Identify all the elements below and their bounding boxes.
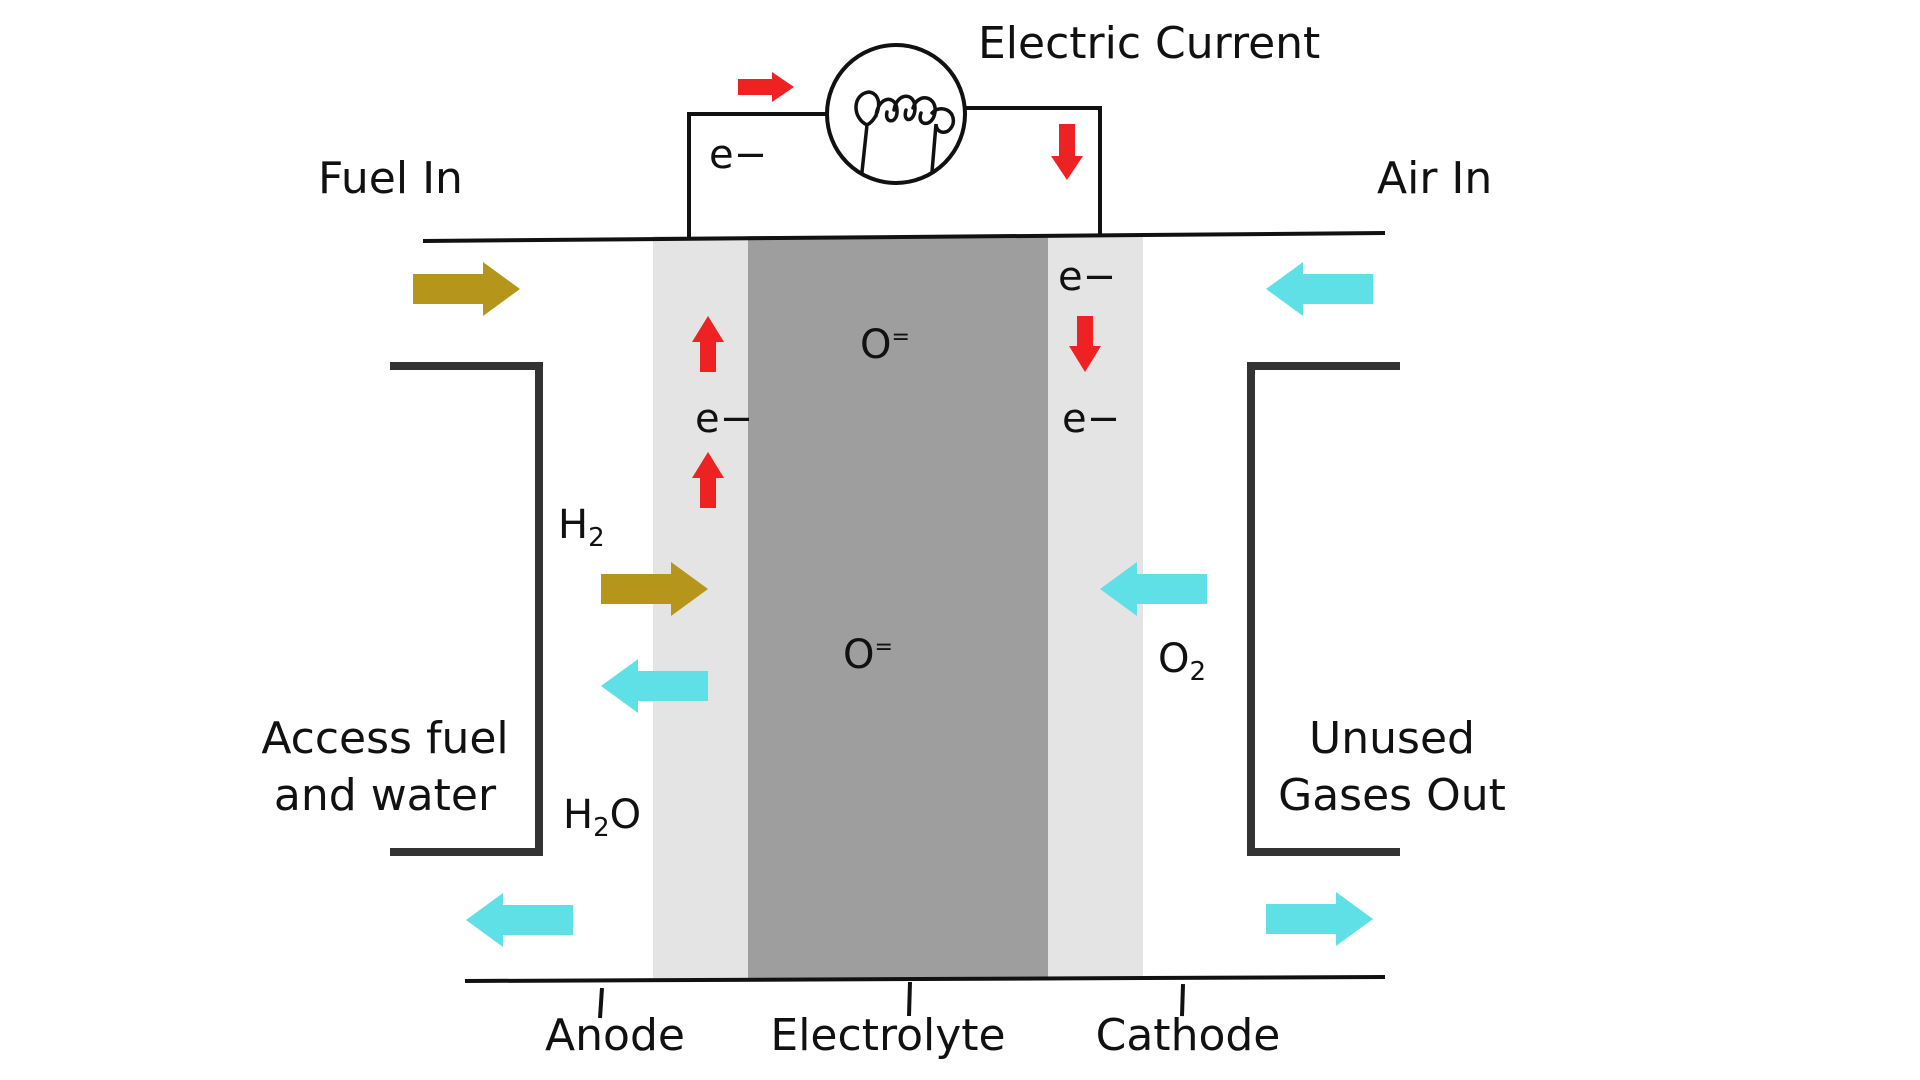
fuel-in-arrow [413,262,520,316]
exhaust-left-arrow [466,893,573,947]
exhaust-right-arrow [1266,892,1373,946]
cathode-label: Cathode [1096,1010,1281,1061]
top-boundary-line [422,231,1386,243]
circuit-wire-left [687,112,826,240]
circuit-wire-right [966,106,1102,236]
anode-channel-wall [390,362,543,856]
electron-arrow-cathode-down [1069,316,1101,372]
unused-gases-label-line2: Gases Out [1278,770,1506,821]
air-in-arrow [1266,262,1373,316]
water-arrow [601,659,708,713]
hydrogen-formula: H2 [558,502,605,553]
air-in-label: Air In [1377,153,1492,204]
cathode-tick [1180,983,1185,1017]
electron-arrow-anode-up-bottom [692,452,724,508]
electrolyte-layer [748,236,1048,978]
electron-arrow-circuit-down [1051,124,1083,180]
bottom-boundary-line [464,975,1386,983]
anode-tick [598,987,604,1019]
unused-gases-label-line1: Unused [1309,713,1475,764]
electron-symbol-anode: e− [695,396,753,442]
access-fuel-label-line2: and water [274,770,497,821]
oxide-ion-middle: O= [843,632,893,678]
electron-arrow-circuit-right [738,72,794,102]
oxide-ion-top: O= [860,322,910,368]
light-bulb-icon [825,43,967,185]
access-fuel-label-line1: Access fuel [261,713,508,764]
electron-symbol-cathode-top: e− [1058,254,1116,300]
electrolyte-tick [907,981,912,1017]
anode-label: Anode [545,1010,685,1061]
electron-symbol-circuit: e− [709,132,767,178]
electron-symbol-cathode: e− [1062,396,1120,442]
hydrogen-arrow [601,562,708,616]
electric-current-label: Electric Current [978,18,1320,69]
oxygen-formula: O2 [1158,636,1206,687]
electrolyte-label: Electrolyte [770,1010,1005,1061]
cathode-channel-wall [1247,362,1400,856]
oxygen-arrow [1100,562,1207,616]
water-formula: H2O [563,792,641,843]
fuel-in-label: Fuel In [318,153,463,204]
electron-arrow-anode-up-top [692,316,724,372]
